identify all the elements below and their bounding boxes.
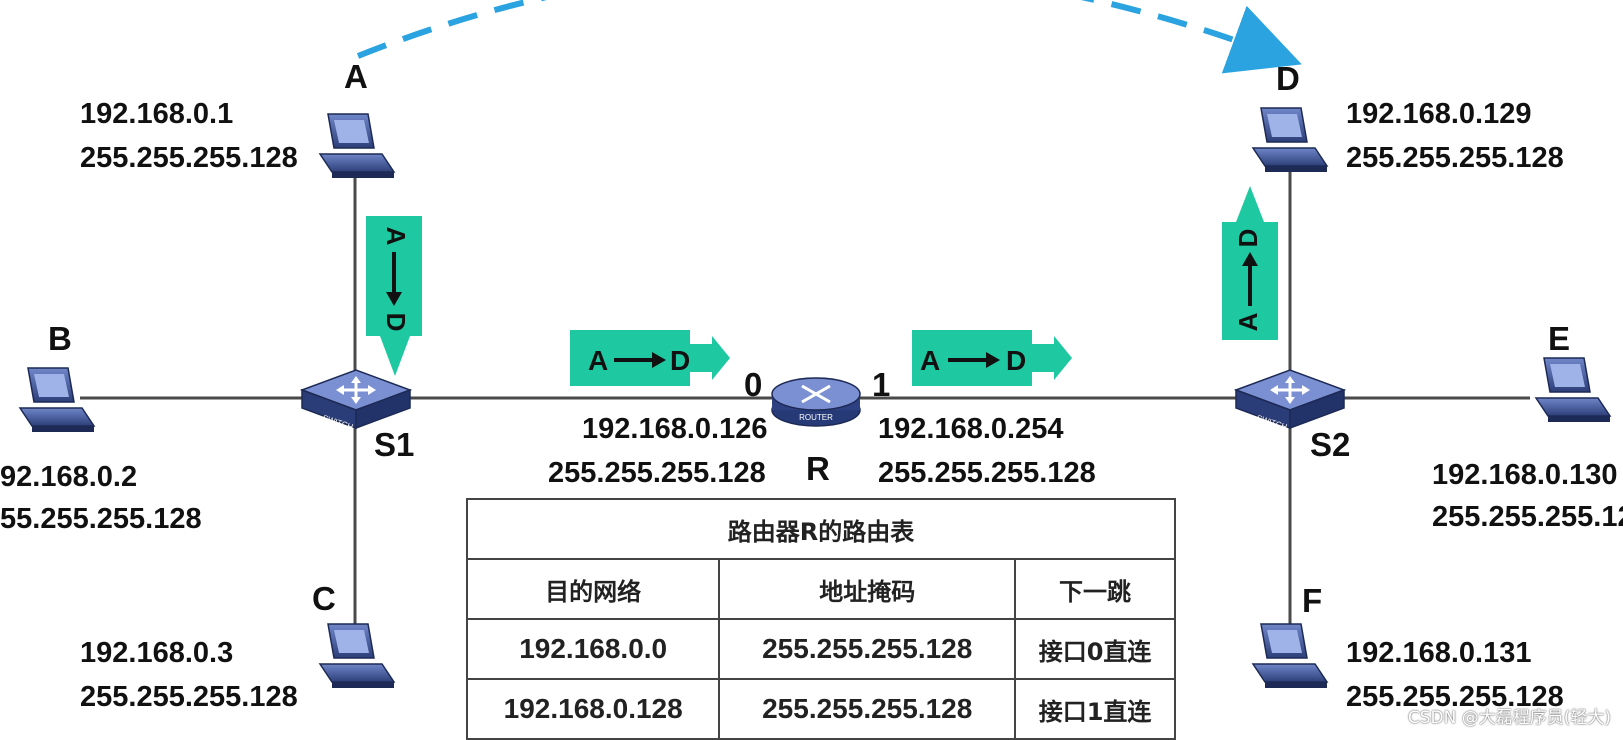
router-interface-0-label: 0 <box>744 366 762 403</box>
dashed-path-arrow <box>356 0 1302 74</box>
packet-a-to-d-down: A D <box>366 216 422 376</box>
switch-s2-icon: SWITCH <box>1234 368 1346 432</box>
host-a-name: A <box>344 58 368 95</box>
host-a-mask: 255.255.255.128 <box>80 142 298 174</box>
router-if1-mask: 255.255.255.128 <box>878 457 1096 489</box>
switch-s1-name: S1 <box>374 426 414 463</box>
svg-text:ROUTER: ROUTER <box>799 413 833 422</box>
switch-s2-name: S2 <box>1310 426 1350 463</box>
table-cell: 255.255.255.128 <box>718 618 1017 680</box>
table-cell: 接口0直连 <box>1014 618 1176 680</box>
packet-a-to-d-left: A D <box>570 330 730 386</box>
host-b-mask: 55.255.255.128 <box>0 503 202 535</box>
router-if0-mask: 255.255.255.128 <box>548 457 766 489</box>
host-f-mask: 255.255.255.128 <box>1346 681 1564 713</box>
host-a-ip: 192.168.0.1 <box>80 98 233 130</box>
host-d-mask: 255.255.255.128 <box>1346 142 1564 174</box>
switch-s1-icon: SWITCH <box>300 368 412 432</box>
host-c-ip: 192.168.0.3 <box>80 637 233 669</box>
router-icon: ROUTER <box>771 377 861 427</box>
table-cell: 接口1直连 <box>1014 678 1176 740</box>
host-c-computer-icon <box>319 623 395 689</box>
host-c-name: C <box>312 580 336 617</box>
svg-text:D: D <box>670 345 690 376</box>
router-if1-ip: 192.168.0.254 <box>878 413 1063 445</box>
routing-table-title: 路由器R的路由表 <box>466 498 1176 560</box>
host-f-computer-icon <box>1252 623 1328 689</box>
table-cell: 192.168.0.0 <box>465 618 721 680</box>
svg-text:A: A <box>920 345 940 376</box>
watermark: CSDN @大磊程序员(轻大) <box>1407 708 1611 728</box>
router-interface-1-label: 1 <box>872 366 890 403</box>
svg-text:A: A <box>1233 312 1263 331</box>
table-row: 192.168.0.128 255.255.255.128 接口1直连 <box>465 678 1176 740</box>
host-b-computer-icon <box>19 367 95 433</box>
svg-text:D: D <box>1233 229 1263 248</box>
packet-a-to-d-right: A D <box>912 330 1072 386</box>
host-e-computer-icon <box>1535 357 1611 423</box>
svg-text:A: A <box>381 227 411 246</box>
host-b-name: B <box>48 320 72 357</box>
table-cell: 255.255.255.128 <box>718 678 1017 740</box>
host-d-ip: 192.168.0.129 <box>1346 98 1531 130</box>
router-if0-ip: 192.168.0.126 <box>582 413 767 445</box>
column-header: 地址掩码 <box>718 558 1017 620</box>
host-c-mask: 255.255.255.128 <box>80 681 298 713</box>
host-d-computer-icon <box>1252 107 1328 173</box>
table-cell: 192.168.0.128 <box>465 678 721 740</box>
column-header: 下一跳 <box>1014 558 1176 620</box>
host-b-ip: 92.168.0.2 <box>0 461 137 493</box>
routing-table: 路由器R的路由表 目的网络 地址掩码 下一跳 192.168.0.0 255.2… <box>465 498 1176 740</box>
svg-text:D: D <box>381 313 411 332</box>
table-row: 192.168.0.0 255.255.255.128 接口0直连 <box>465 618 1176 680</box>
host-e-name: E <box>1548 320 1570 357</box>
host-e-mask: 255.255.255.12 <box>1432 501 1623 533</box>
host-f-ip: 192.168.0.131 <box>1346 637 1531 669</box>
column-header: 目的网络 <box>465 558 721 620</box>
host-e-ip: 192.168.0.130 <box>1432 459 1617 491</box>
host-a-computer-icon <box>319 113 395 179</box>
host-d-name: D <box>1276 60 1300 97</box>
host-f-name: F <box>1302 582 1322 619</box>
svg-text:A: A <box>588 345 608 376</box>
packet-a-to-d-up: A D <box>1222 186 1278 340</box>
router-name: R <box>806 450 830 487</box>
svg-text:D: D <box>1006 345 1026 376</box>
